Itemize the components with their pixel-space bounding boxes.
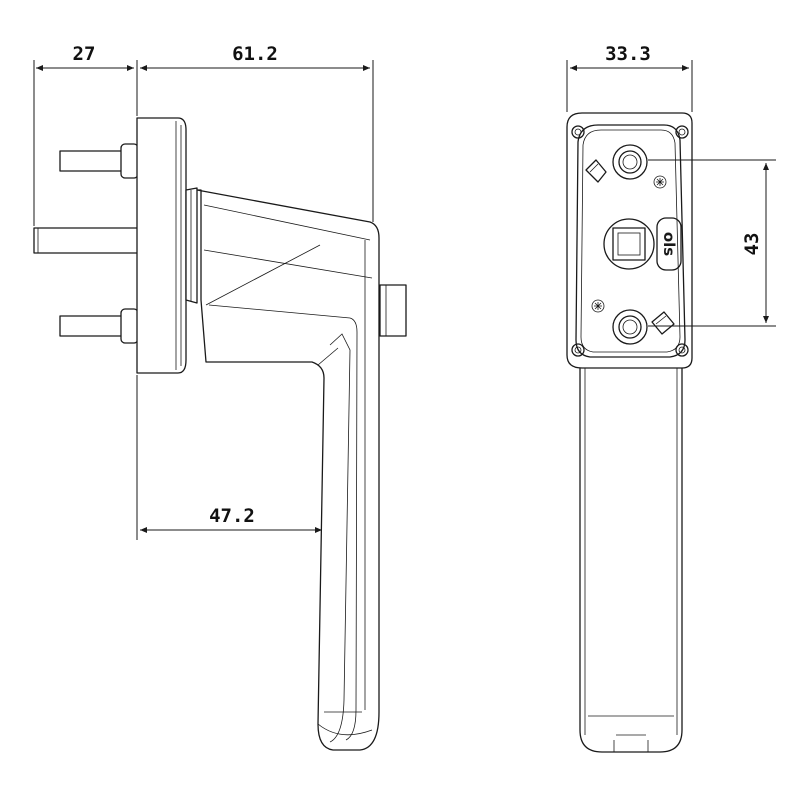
corner-screw-icon	[675, 343, 689, 357]
corner-screw-icon	[571, 125, 585, 139]
lock-cylinder	[379, 284, 407, 337]
dim-screw-spacing: 43	[648, 159, 776, 327]
bottom-screw-hole-icon	[612, 309, 648, 345]
corner-screw-icon	[675, 125, 689, 139]
dim-label-screw-spacing: 43	[741, 233, 763, 256]
dim-spindle-length: 27	[33, 43, 134, 226]
logo-text: ols	[660, 232, 678, 256]
corner-screw-icon	[571, 343, 585, 357]
rose-plate	[136, 117, 198, 374]
handle-body	[196, 189, 380, 751]
upper-screw	[59, 143, 139, 179]
spindle-hole-icon	[603, 218, 655, 270]
dim-label-spindle-length: 27	[73, 43, 96, 65]
dim-label-handle-depth: 61.2	[232, 43, 278, 65]
front-view: ols 33.3 43	[566, 43, 776, 753]
dim-label-rose-width: 33.3	[605, 43, 651, 65]
front-lever	[579, 359, 683, 753]
top-screw-hole-icon	[612, 144, 648, 180]
cover-clip-icon	[585, 159, 607, 183]
dim-lever-reach: 47.2	[136, 375, 322, 540]
brand-logo: ols	[656, 217, 682, 271]
dim-rose-width: 33.3	[566, 43, 693, 112]
snowflake-icon	[653, 175, 667, 189]
lower-screw	[59, 308, 139, 344]
dim-label-lever-reach: 47.2	[209, 505, 255, 527]
cover-clip-icon	[651, 311, 675, 335]
side-view: 27 61.2 47.2	[33, 43, 407, 751]
snowflake-icon	[591, 299, 605, 313]
front-rose: ols	[566, 112, 693, 369]
spindle	[33, 227, 139, 254]
dim-handle-depth: 61.2	[136, 43, 374, 222]
